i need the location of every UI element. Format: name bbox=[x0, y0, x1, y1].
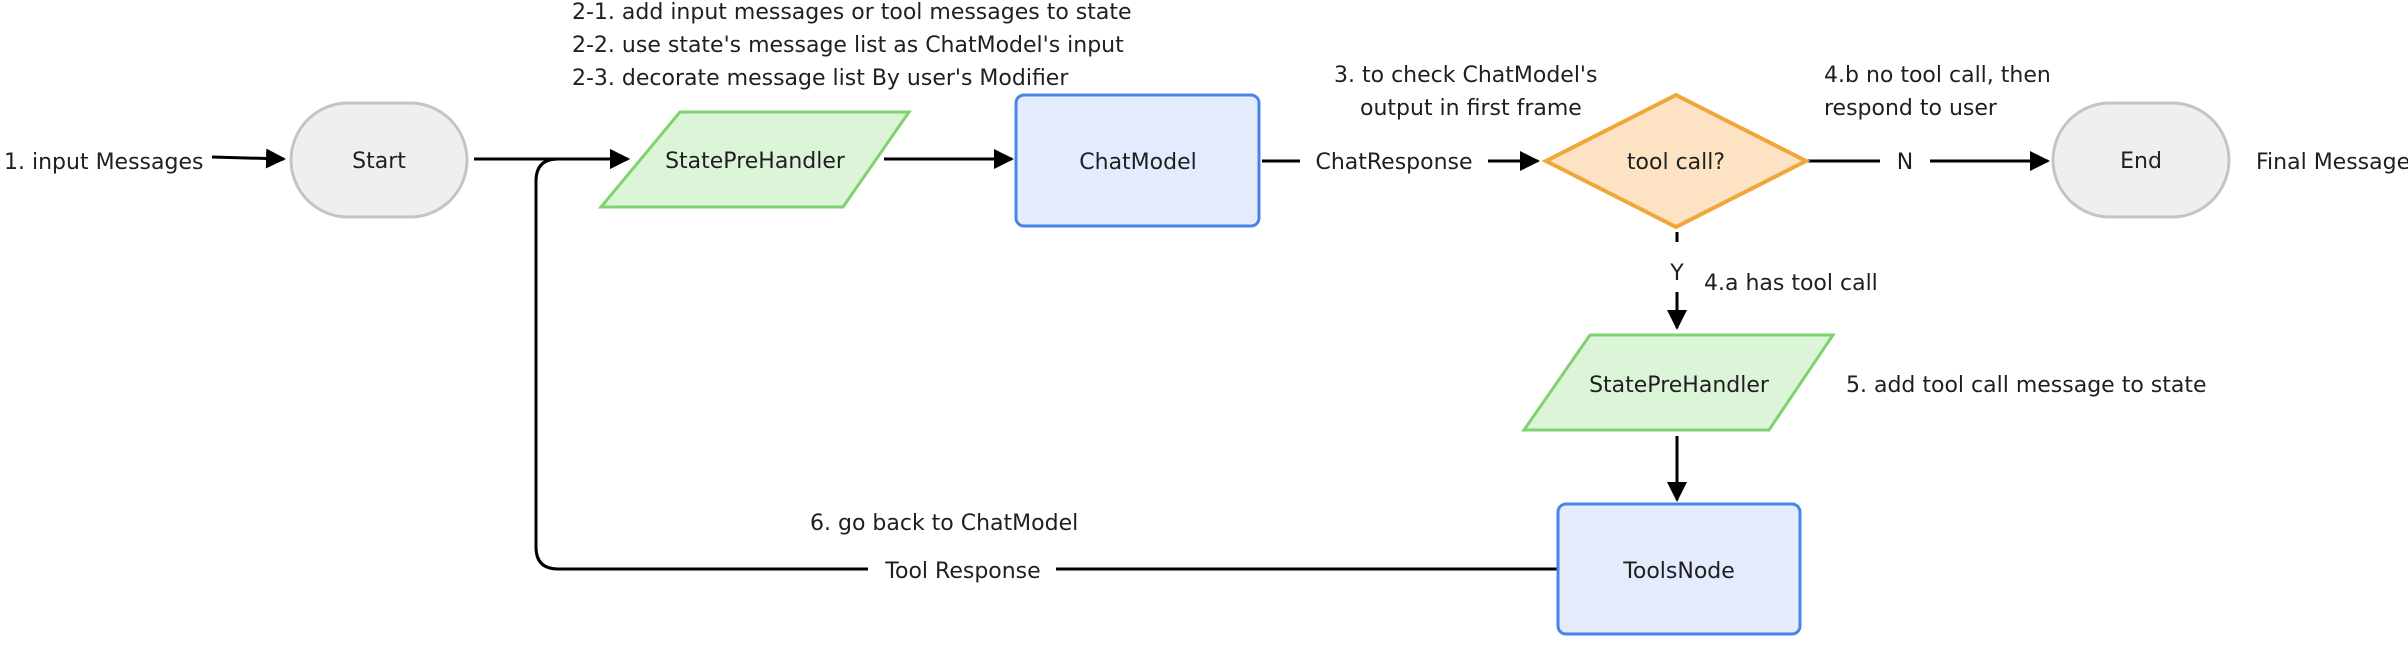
tool-call-decision-node-label: tool call? bbox=[1627, 150, 1725, 175]
final-message: Final Message bbox=[2256, 150, 2408, 175]
tool-call-decision-node: tool call? bbox=[1541, 92, 1811, 230]
end-node: End bbox=[2051, 101, 2231, 219]
edge-label-no-branch: N bbox=[1897, 150, 1913, 175]
edge-label-tool-response: Tool Response bbox=[884, 559, 1040, 584]
step-3-line-2: output in first frame bbox=[1360, 96, 1582, 121]
step-4a: 4.a has tool call bbox=[1704, 271, 1878, 296]
state-pre-handler-2-node-label: StatePreHandler bbox=[1589, 373, 1770, 398]
step-2-2: 2-2. use state's message list as ChatMod… bbox=[572, 33, 1124, 58]
step-2-3: 2-3. decorate message list By user's Mod… bbox=[572, 66, 1069, 91]
chat-model-node-label: ChatModel bbox=[1079, 150, 1196, 175]
start-node: Start bbox=[289, 101, 469, 219]
edge-label-yes-branch: Y bbox=[1669, 261, 1684, 286]
edge-label-chat-response: ChatResponse bbox=[1315, 150, 1472, 175]
start-node-label: Start bbox=[352, 149, 406, 174]
state-pre-handler-node: StatePreHandler bbox=[597, 110, 912, 209]
end-node-label: End bbox=[2120, 149, 2162, 174]
step-1-input-messages: 1. input Messages bbox=[4, 150, 203, 175]
step-2-1: 2-1. add input messages or tool messages… bbox=[572, 0, 1132, 25]
step-4b-line-1: 4.b no tool call, then bbox=[1824, 63, 2051, 88]
tools-node: ToolsNode bbox=[1556, 502, 1802, 636]
step-6: 6. go back to ChatModel bbox=[810, 511, 1078, 536]
step-3-line-1: 3. to check ChatModel's bbox=[1334, 63, 1597, 88]
step-5: 5. add tool call message to state bbox=[1846, 373, 2207, 398]
edge-input-to-start bbox=[211, 148, 286, 169]
chat-model-node: ChatModel bbox=[1014, 93, 1261, 228]
edge-tools-node-loop-back bbox=[534, 149, 1557, 571]
state-pre-handler-2-node: StatePreHandler bbox=[1521, 333, 1836, 432]
step-4b-line-2: respond to user bbox=[1824, 96, 1998, 121]
tools-node-label: ToolsNode bbox=[1622, 559, 1735, 584]
state-pre-handler-node-label: StatePreHandler bbox=[665, 149, 846, 174]
